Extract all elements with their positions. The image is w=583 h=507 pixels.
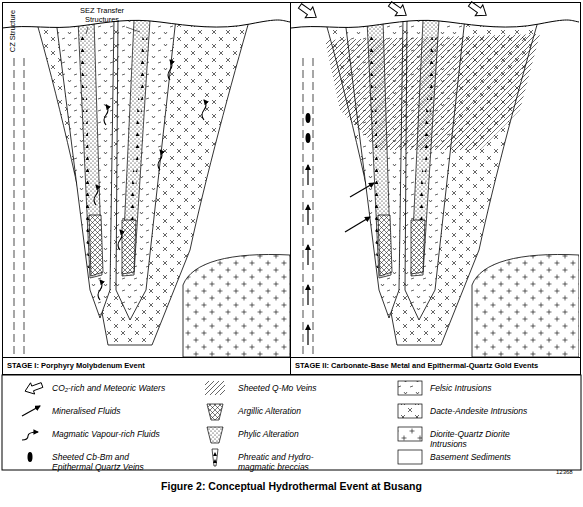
co2-meteoric-arrows [296, 0, 490, 23]
figure-caption: Figure 2: Conceptual Hydrothermal Event … [0, 480, 583, 492]
legend-text: Dacte-Andesite Intrusions [430, 406, 575, 416]
stage-panel: STAGE I: Porphyry Molybdenum Event [2, 2, 291, 375]
stage-two-geology [291, 18, 579, 357]
sez-leader-lines [86, 27, 140, 34]
legend-text: Phreatic and Hydro-magmatic breccias [238, 452, 328, 472]
sheeted-q-mo-veins [325, 34, 540, 150]
legend-text: Diorite-Quartz Diorite Intrusions [430, 429, 530, 449]
legend-text: Magmatic Vapour-rich Fluids [52, 429, 202, 439]
structure-label: CZ Structure [9, 6, 19, 56]
legend-text: Argillic Alteration [238, 406, 388, 416]
legend-text: Basement Sediments [430, 452, 575, 462]
stage-panel: STAGE II: Carbonate-Base Metal and Epith… [290, 2, 581, 375]
stage-title: STAGE II: Carbonate-Base Metal and Epith… [291, 358, 580, 374]
legend-text: Sheeted Q-Mo Veins [238, 383, 388, 393]
structure-label: SEZ Transfer Structures [66, 7, 138, 24]
stage-strip: STAGE II: Carbonate-Base Metal and Epith… [291, 357, 580, 374]
mineralised-fluid-arrows [308, 165, 374, 345]
legend-text: CO₂-rich and Meteoric Waters [52, 383, 202, 393]
cb-bm-vein-symbols [306, 113, 311, 143]
stage-strip: STAGE I: Porphyry Molybdenum Event [3, 357, 290, 374]
legend-text: Mineralised Fluids [52, 406, 202, 416]
legend-text: Phylic Alteration [238, 429, 388, 439]
figure-number: 12368 [556, 469, 580, 476]
legend-text: Sheeted Cb-Bm and Epithermal Quartz Vein… [52, 452, 152, 472]
legend-text: Felsic Intrusions [430, 383, 575, 393]
stage-one-geology [2, 18, 290, 357]
magmatic-vapour-arrows [94, 60, 206, 300]
stage-title: STAGE I: Porphyry Molybdenum Event [3, 358, 290, 374]
